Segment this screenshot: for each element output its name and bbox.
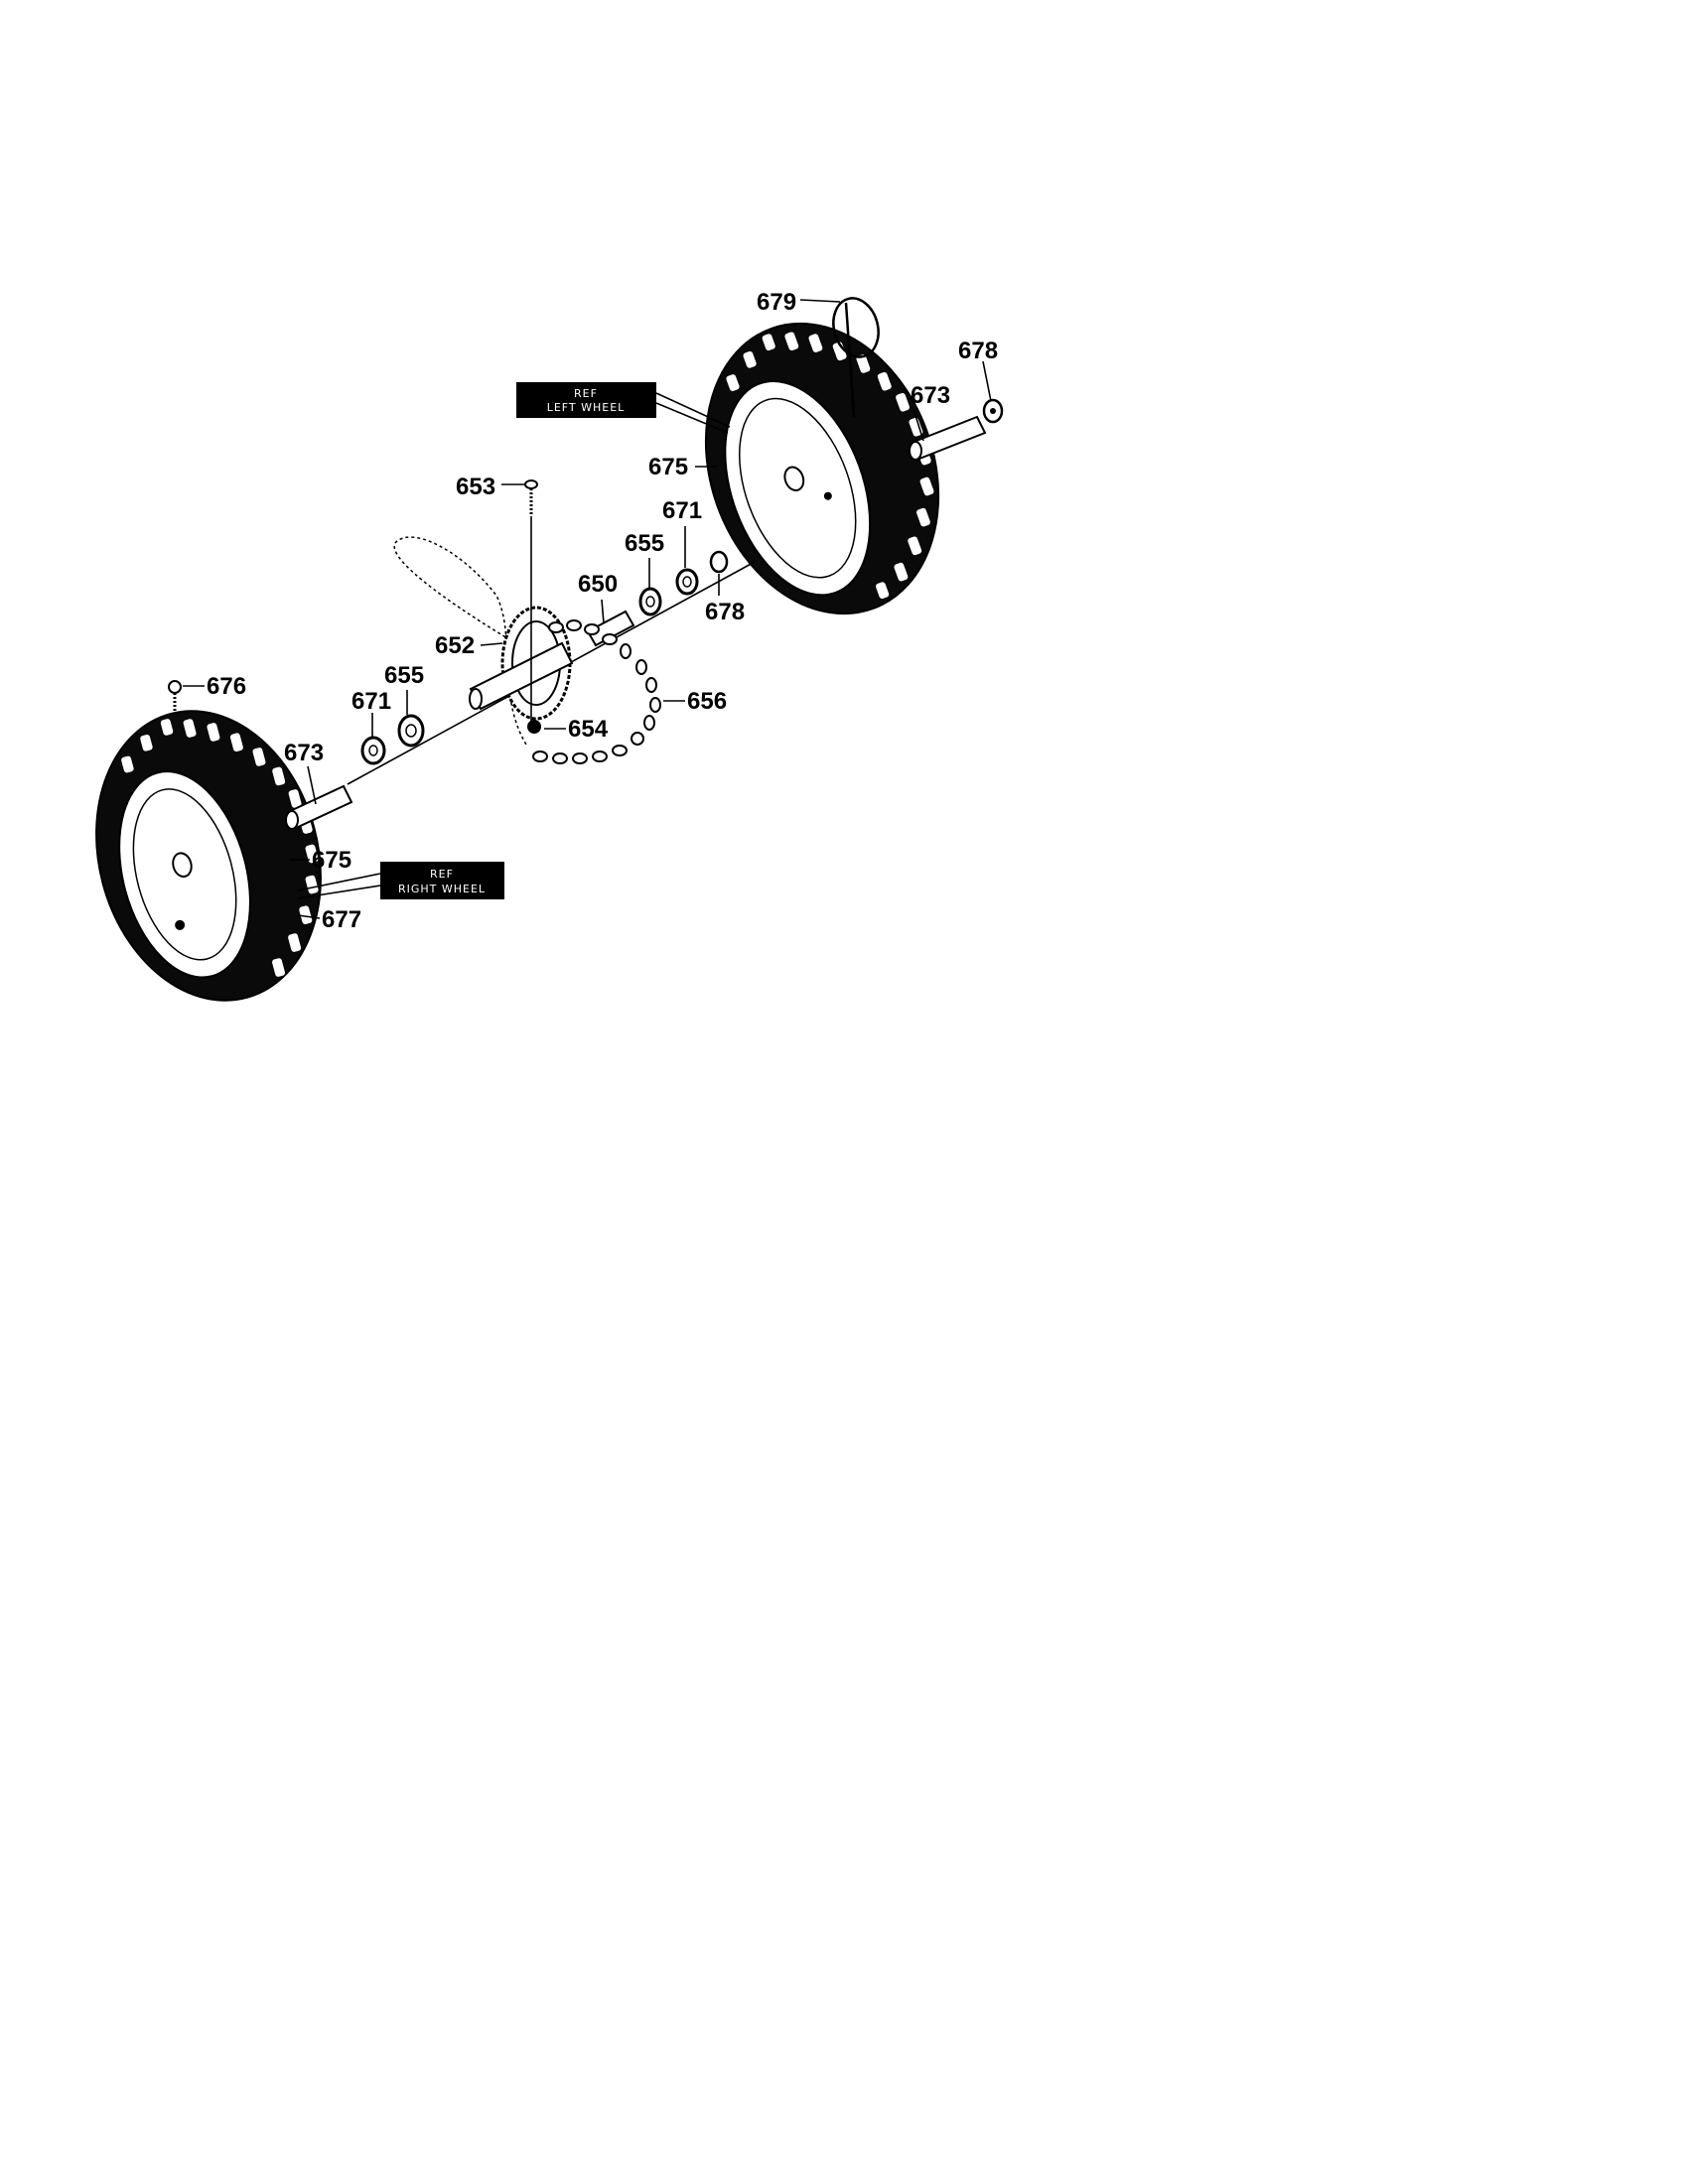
- nut-654: [527, 720, 541, 734]
- callout-673-top: 673: [911, 382, 950, 409]
- callout-678-top: 678: [958, 338, 998, 364]
- callout-671-low: 671: [351, 688, 391, 715]
- bearing-655-top: [638, 587, 662, 616]
- washer-671-low: [360, 736, 386, 765]
- callout-673-low: 673: [284, 740, 324, 766]
- callout-676: 676: [207, 673, 246, 700]
- callout-677: 677: [322, 906, 361, 933]
- callout-679: 679: [757, 289, 796, 316]
- washer-671-top: [675, 568, 699, 596]
- callout-678-mid: 678: [705, 599, 745, 625]
- ref-left-wheel-box: REF LEFT WHEEL: [516, 382, 731, 434]
- ref-right-wheel-box: REF RIGHT WHEEL: [297, 862, 504, 899]
- ref-right-line1: REF: [430, 868, 454, 881]
- right-wheel: [95, 680, 353, 1002]
- chain-656: [532, 619, 661, 764]
- callout-655-top: 655: [625, 530, 664, 557]
- axle-sleeve-673-top: [909, 415, 987, 461]
- callout-652: 652: [435, 632, 475, 659]
- ref-right-line2: RIGHT WHEEL: [398, 883, 486, 895]
- callout-656: 656: [687, 688, 727, 715]
- nut-678-mid: [709, 550, 729, 574]
- callout-675-top: 675: [648, 454, 688, 480]
- bolt-676: [168, 680, 182, 717]
- ref-left-line2: LEFT WHEEL: [547, 401, 626, 414]
- left-wheel: [704, 297, 1004, 615]
- callout-675-low: 675: [312, 847, 351, 874]
- callout-653: 653: [456, 474, 495, 500]
- ref-left-line1: REF: [574, 387, 598, 400]
- axle-shaft-650: [469, 610, 635, 711]
- bolt-653: [524, 479, 538, 721]
- hitch-pin-679: [832, 297, 880, 418]
- chain-dashed-outline: [393, 536, 537, 746]
- callout-671-top: 671: [662, 497, 702, 524]
- axle-sleeve-673-low: [285, 784, 353, 830]
- right-wheel-tire: [95, 710, 322, 1002]
- left-wheel-tire: [704, 322, 940, 615]
- callout-650: 650: [578, 571, 618, 598]
- callout-654: 654: [568, 716, 609, 743]
- bearing-655-low: [397, 714, 425, 748]
- leader-lines: [183, 299, 992, 919]
- callout-655-low: 655: [384, 662, 424, 689]
- lock-nut-678-top: [982, 398, 1004, 424]
- callout-labels: 679 678 673 675 653 671 655 650 678 652 …: [207, 289, 998, 933]
